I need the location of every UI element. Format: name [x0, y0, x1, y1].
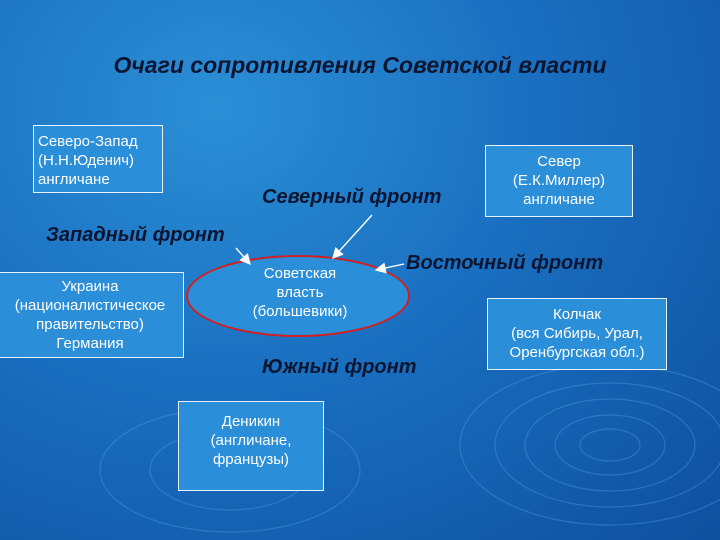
- southern-front-label: Южный фронт: [262, 356, 417, 378]
- arrow-northern: [332, 214, 373, 260]
- eastern-front-label: Восточный фронт: [406, 252, 604, 274]
- denikin-box: Деникин (англичане, французы): [178, 401, 324, 491]
- soviet-power-ellipse: [186, 255, 410, 337]
- northern-front-label: Северный фронт: [262, 186, 442, 208]
- western-front-label: Западный фронт: [46, 224, 225, 246]
- arrow-western: [235, 247, 251, 266]
- north-box: Север (Е.К.Миллер) англичане: [485, 145, 633, 217]
- ukraine-box: Украина (националистическое правительств…: [0, 272, 184, 358]
- northwest-box: Северо-Запад (Н.Н.Юденич) англичане: [33, 125, 163, 193]
- soviet-power-label: Советская власть (большевики): [252, 265, 348, 320]
- slide-title: Очаги сопротивления Советской власти: [113, 52, 607, 78]
- kolchak-box: Колчак (вся Сибирь, Урал, Оренбургская о…: [487, 298, 667, 370]
- arrow-eastern: [374, 262, 405, 274]
